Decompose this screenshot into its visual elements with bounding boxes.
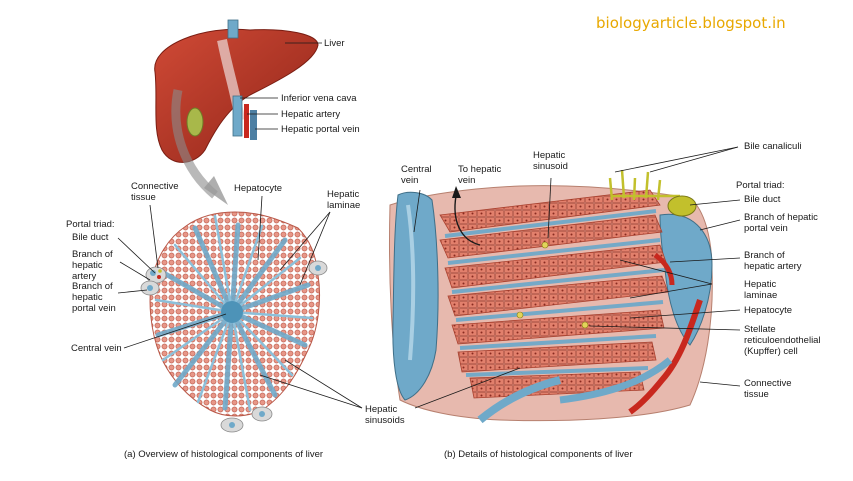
label-hepatic-sinusoids: Hepatic sinusoids [365, 404, 405, 426]
detail-block [389, 169, 713, 424]
label-branch-hepatic-portal-vein-b: Branch of hepatic portal vein [744, 212, 818, 234]
label-hepatic-laminae-a: Hepatic laminae [327, 189, 361, 211]
liver-lobule [140, 211, 328, 433]
portal-triad-corners [140, 260, 328, 433]
label-branch-hepatic-artery-a: Branch of hepatic artery [72, 249, 113, 282]
label-connective-tissue-b: Connective tissue [744, 378, 792, 400]
label-liver: Liver [324, 38, 345, 49]
leaders-liver [240, 42, 322, 130]
label-bile-canaliculi: Bile canaliculi [744, 141, 802, 152]
label-bile-duct-a: Bile duct [72, 232, 109, 243]
label-central-vein-b: Central vein [401, 164, 432, 186]
label-hepatic-sinusoid: Hepatic sinusoid [533, 150, 568, 172]
caption-panel-b: (b) Details of histological components o… [444, 449, 633, 460]
caption-panel-a: (a) Overview of histological components … [124, 449, 324, 460]
label-hepatic-artery: Hepatic artery [281, 109, 341, 120]
label-hepatic-portal-vein: Hepatic portal vein [281, 124, 360, 135]
leaders-detail [413, 146, 741, 409]
label-branch-hepatic-artery-b: Branch of hepatic artery [744, 250, 802, 272]
label-central-vein-a: Central vein [71, 343, 122, 354]
leaders-lobule [117, 195, 363, 409]
label-portal-triad-b: Portal triad: [736, 180, 785, 191]
label-hepatocyte-a: Hepatocyte [234, 183, 283, 194]
liver-organ [154, 19, 319, 163]
label-hepatic-laminae-b: Hepatic laminae [744, 279, 778, 301]
label-bile-duct-b: Bile duct [744, 194, 781, 205]
label-to-hepatic-vein: To hepatic vein [458, 164, 502, 186]
label-branch-hepatic-portal-vein-a: Branch of hepatic portal vein [72, 281, 116, 314]
label-portal-triad-a: Portal triad: [66, 219, 115, 230]
label-hepatocyte-b: Hepatocyte [744, 305, 793, 316]
label-inferior-vena-cava: Inferior vena cava [281, 93, 357, 104]
watermark: biologyarticle.blogspot.in [596, 14, 786, 32]
label-kupffer-cell: Stellate reticuloendothelial (Kupffer) c… [744, 324, 821, 357]
bile-canaliculi [608, 169, 680, 201]
label-connective-tissue-a: Connective tissue [131, 181, 179, 203]
